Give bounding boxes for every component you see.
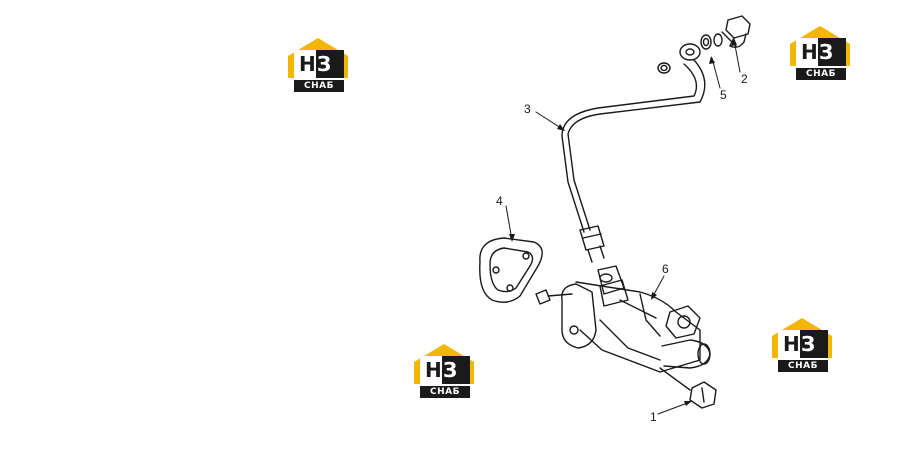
arrowheads: [509, 38, 737, 406]
callout-2: 2: [741, 72, 748, 86]
callout-4: 4: [496, 194, 503, 208]
logo-nz-snab: Н З СНАБ: [286, 36, 350, 96]
arrow-4: [509, 234, 515, 242]
logo-house-icon: [288, 38, 348, 78]
logo-letter-z: З: [443, 358, 458, 382]
bolt-part: [659, 367, 717, 409]
logo-letter-h: Н: [783, 332, 800, 356]
callout-6: 6: [662, 262, 669, 276]
arrow-6: [651, 292, 657, 300]
leader-1: [657, 401, 691, 415]
logo-caption: СНАБ: [796, 68, 846, 80]
logo-house-icon: [772, 318, 832, 358]
logo-nz-snab: Н З СНАБ: [412, 342, 476, 402]
logo-caption: СНАБ: [778, 360, 828, 372]
banjo-fitting-part: [679, 33, 723, 61]
logo-letter-z: З: [819, 40, 834, 64]
callout-3: 3: [524, 102, 531, 116]
logo-caption: СНАБ: [420, 386, 470, 398]
arrow-1: [684, 401, 692, 406]
logo-letter-z: З: [317, 52, 332, 76]
logo-nz-snab: Н З СНАБ: [788, 24, 852, 84]
gasket-part: [479, 237, 543, 303]
callout-5: 5: [720, 88, 727, 102]
washer-part: [657, 34, 712, 74]
logo-letter-z: З: [801, 332, 816, 356]
fuel-pipe-part: [561, 59, 706, 263]
fuel-pump-part: [535, 265, 711, 373]
logo-nz-snab: Н З СНАБ: [770, 316, 834, 376]
callout-1: 1: [650, 410, 657, 424]
arrow-2: [731, 38, 737, 46]
logo-letter-h: Н: [425, 358, 442, 382]
banjo-bolt-part: [721, 15, 751, 49]
arrow-5: [709, 56, 715, 64]
logo-house-icon: [790, 26, 850, 66]
logo-letter-h: Н: [801, 40, 818, 64]
arrow-3: [557, 124, 565, 131]
logo-caption: СНАБ: [294, 80, 344, 92]
logo-house-icon: [414, 344, 474, 384]
logo-letter-h: Н: [299, 52, 316, 76]
